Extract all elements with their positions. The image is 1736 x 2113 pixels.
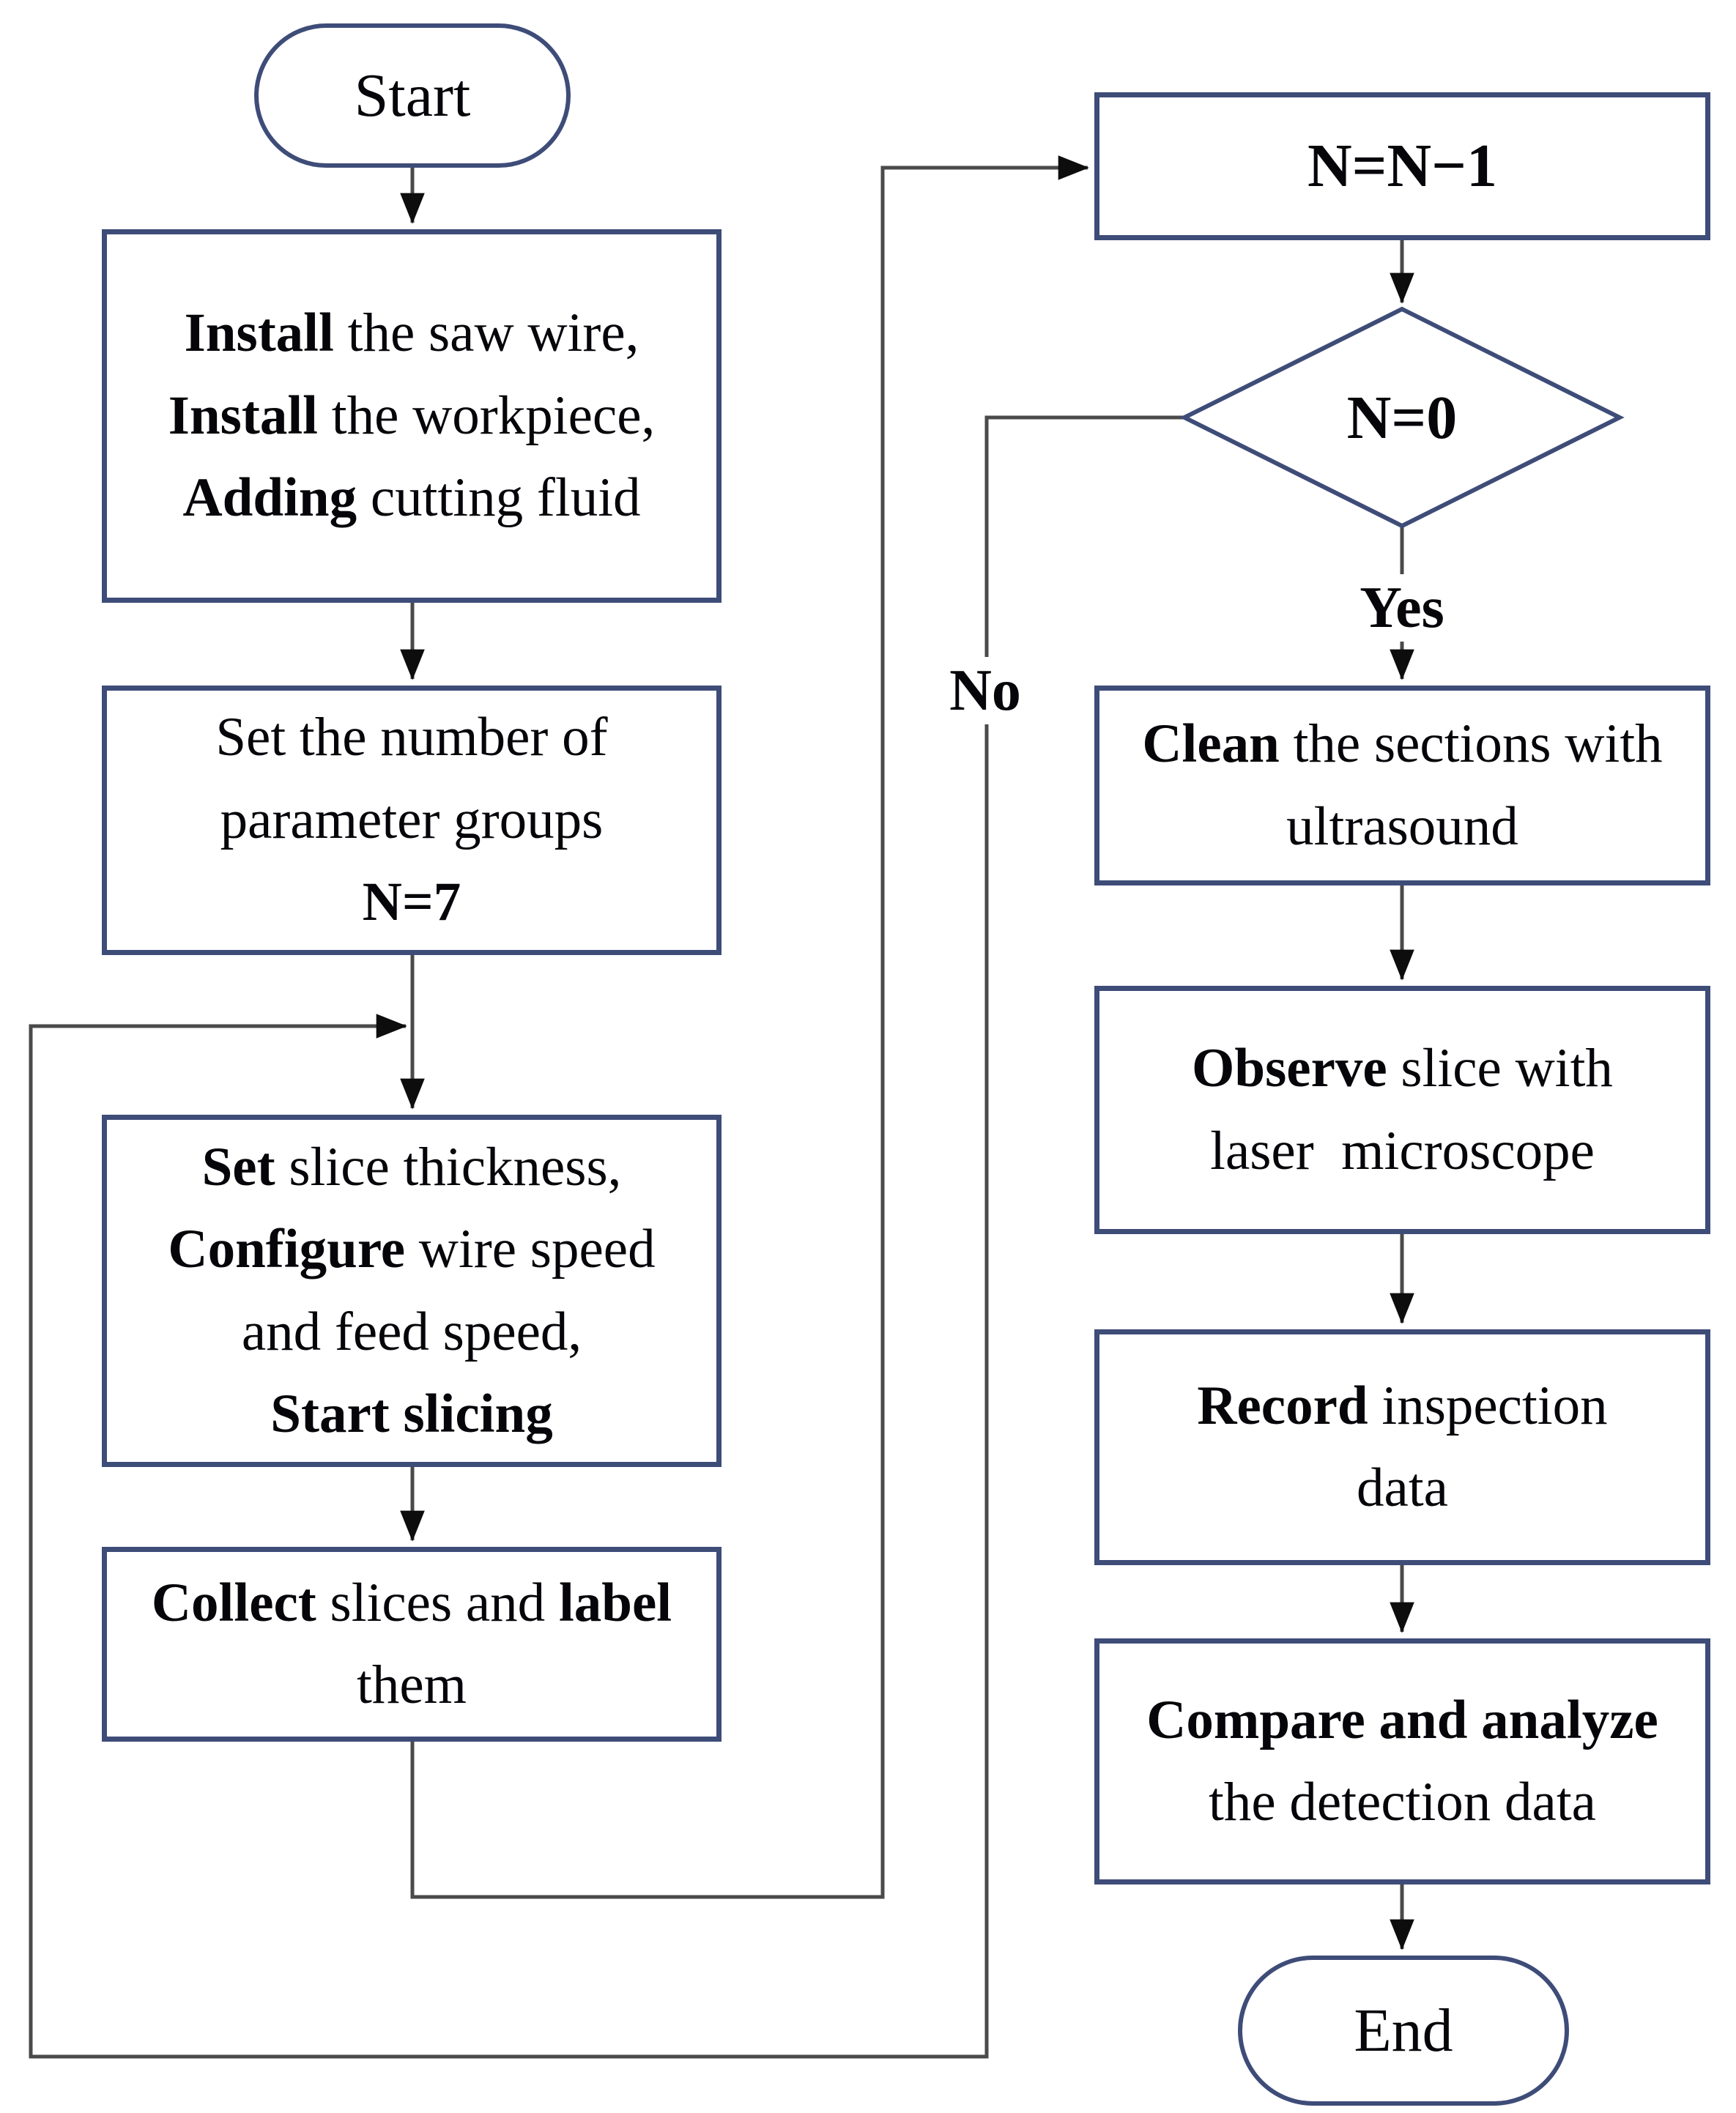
node-text-line: Configure wire speed (168, 1219, 656, 1280)
process-decrement-n: N=N−1 (1094, 92, 1710, 240)
process-compare-analyze: Compare and analyze the detection data (1094, 1638, 1710, 1884)
node-text-line: N=7 (362, 872, 461, 933)
decision-diamond (1179, 306, 1625, 529)
node-text-line: them (357, 1655, 467, 1715)
yes-branch-label: Yes (1348, 574, 1456, 642)
node-text-line: Set slice thickness, (201, 1136, 622, 1197)
node-text-line: the detection data (1209, 1772, 1596, 1832)
node-text-line: ultrasound (1286, 795, 1518, 857)
process-observe-slice: Observe slice with laser microscope (1094, 986, 1710, 1234)
node-text-line: Start slicing (270, 1384, 553, 1444)
node-text-line: Clean the sections with (1142, 713, 1663, 774)
node-text-line: parameter groups (220, 789, 604, 850)
node-text-line: laser microscope (1210, 1120, 1595, 1181)
node-text-line: N=0 (1346, 383, 1458, 452)
node-text-line: Start (354, 61, 471, 130)
node-text-line: Observe slice with (1192, 1038, 1613, 1099)
start-terminator: Start (254, 23, 571, 168)
process-record-data: Record inspection data (1094, 1329, 1710, 1565)
node-text-line: Set the number of (215, 707, 608, 768)
edge-decision-no-loop (29, 415, 1187, 2059)
node-text-line: Install the workpiece, (168, 385, 656, 446)
node-text-line: and feed speed, (241, 1301, 582, 1362)
node-text-line: Record inspection (1197, 1375, 1608, 1436)
node-text-line: Adding cutting fluid (182, 467, 641, 529)
no-branch-label: No (938, 657, 1033, 724)
process-collect-slices: Collect slices and label them (102, 1547, 722, 1742)
decision-n0-label: N=0 (1219, 372, 1585, 463)
node-text-line: N=N−1 (1307, 132, 1498, 200)
process-install-setup: Install the saw wire, Install the workpie… (102, 229, 722, 603)
end-terminator: End (1238, 1956, 1569, 2106)
process-set-slice-parameters: Set slice thickness, Configure wire speed… (102, 1115, 722, 1467)
edge-collect-to-nn1 (410, 155, 1089, 1899)
node-text-line: Compare and analyze (1146, 1689, 1658, 1750)
node-text-line: Collect slices and label (151, 1572, 672, 1633)
node-text-line: Install the saw wire, (184, 302, 639, 364)
node-text-line: data (1357, 1457, 1448, 1518)
node-text-line: End (1354, 1996, 1453, 2065)
process-clean-sections: Clean the sections with ultrasound (1094, 686, 1710, 885)
